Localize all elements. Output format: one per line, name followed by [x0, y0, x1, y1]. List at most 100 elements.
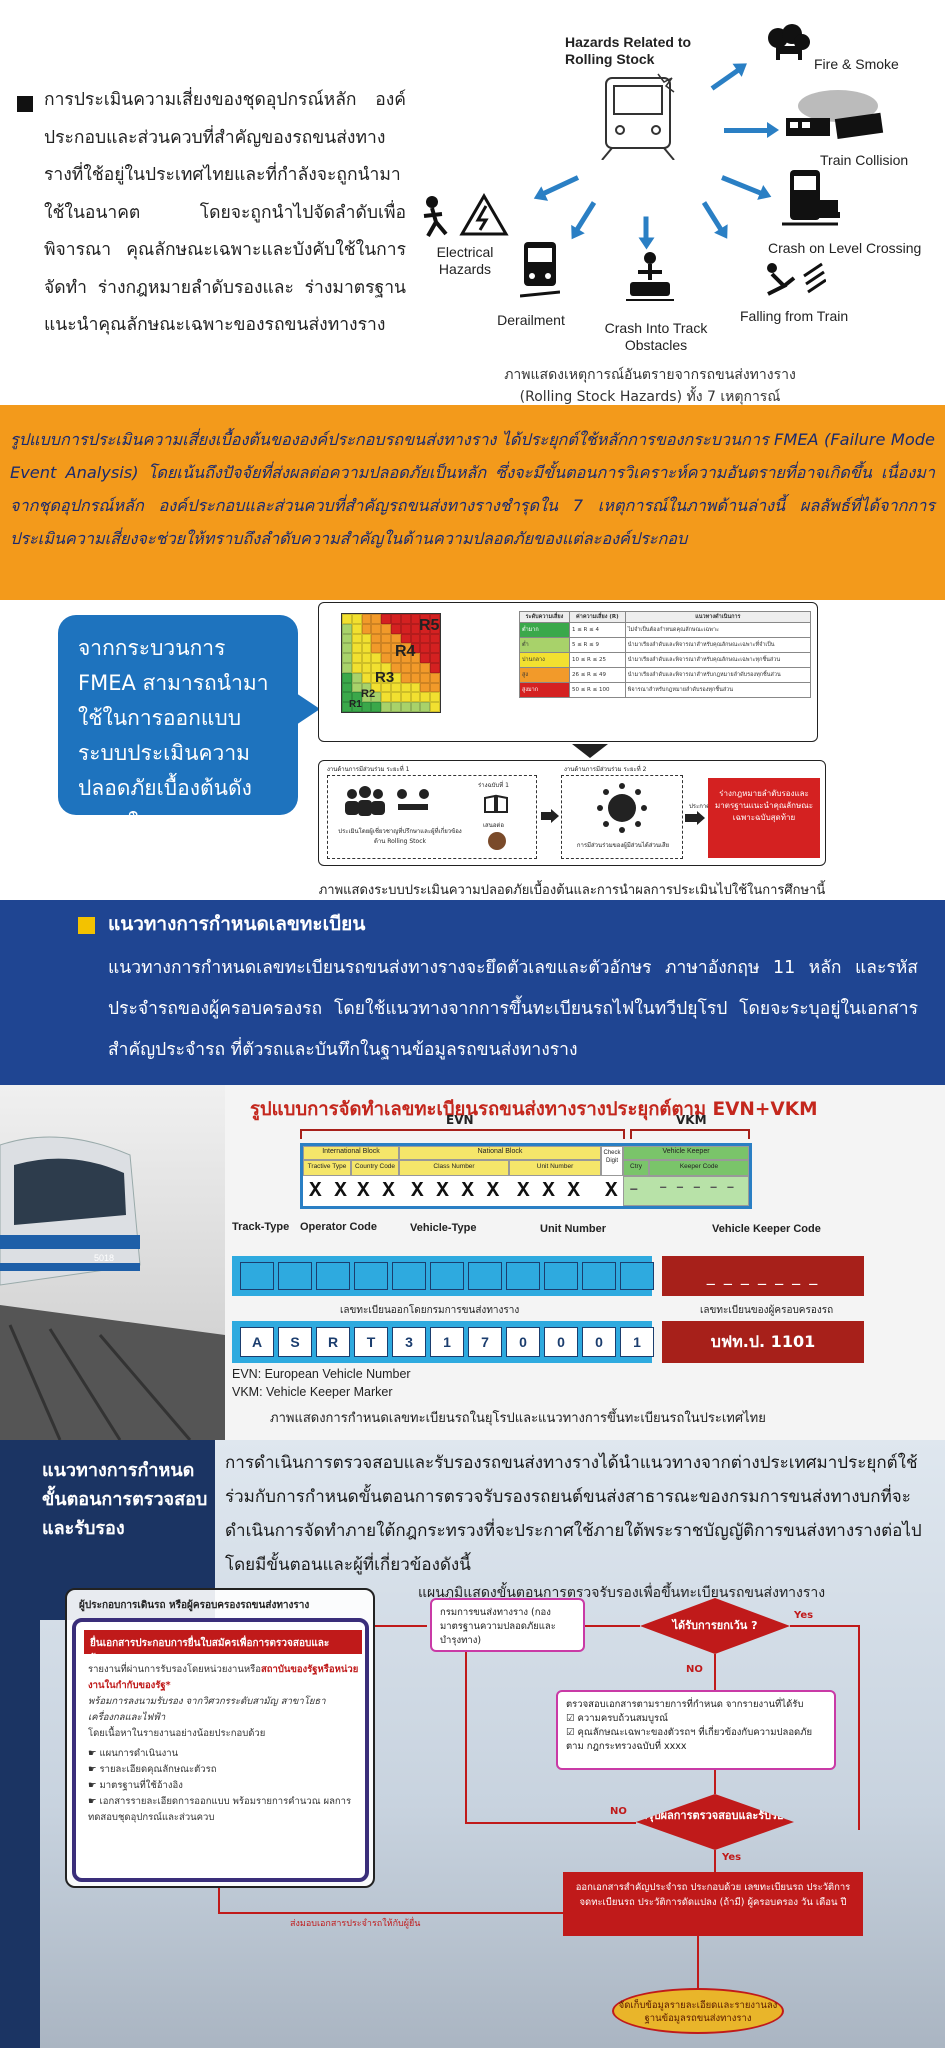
risk-cell — [400, 633, 411, 644]
risk-cell — [371, 692, 382, 703]
col-class-number: Class Number — [433, 1163, 475, 1170]
risk-label-r4: R4 — [395, 643, 416, 660]
risk-cell — [371, 682, 382, 693]
train-front-icon — [601, 73, 675, 160]
hazard-label: Derailment — [497, 312, 565, 328]
fire-smoke-icon — [768, 24, 810, 62]
digit-box: 1 — [430, 1327, 464, 1357]
train-image: 5018 — [0, 1136, 225, 1441]
arrow-collision — [724, 122, 779, 138]
book-icon — [484, 794, 508, 813]
risk-cell — [361, 614, 372, 624]
yes-label: Yes — [794, 1610, 814, 1621]
input-square — [354, 1262, 388, 1290]
falling-person-icon — [767, 262, 826, 296]
digit-box: 0 — [544, 1327, 578, 1357]
operator-inner-box: ยื่นเอกสารประกอบการยื่นใบสมัครเพื่อการตร… — [72, 1618, 369, 1882]
fmea-callout-bubble: จากกระบวนการ FMEA สามารถนำมาใช้ในการออกแ… — [58, 615, 320, 835]
connector-line — [585, 1625, 640, 1627]
table-cell: ปานกลาง — [519, 652, 570, 668]
risk-cell — [430, 672, 440, 683]
registration-text: แนวทางการกำหนดเลขทะเบียนรถขนส่งทางรางจะย… — [108, 958, 918, 1060]
op-line: โดยเนื้อหาในรายงานอย่างน้อยประกอบด้วย — [88, 1728, 266, 1739]
no-label: NO — [686, 1664, 703, 1675]
risk-cell — [342, 702, 352, 712]
stage2-label: งานด้านการมีส่วนร่วม ระยะที่ 2 — [564, 766, 647, 773]
risk-cell — [420, 653, 431, 663]
risk-cell — [342, 653, 352, 663]
risk-cell — [391, 692, 401, 703]
table-cell: พิจารณาสำหรับกฎหมายลำดับรองทุกชิ้นส่วน — [624, 682, 812, 698]
table-cell: นำมาเรียงลำดับและพิจารณาสำหรับคุณลักษณะเ… — [624, 637, 812, 653]
check-icon: ☑ — [566, 1727, 578, 1738]
risk-cell — [351, 643, 362, 654]
table-cell: สูง — [519, 667, 570, 683]
input-square — [316, 1262, 350, 1290]
hazards-caption: ภาพแสดงเหตุการณ์อันตรายจากรถขนส่งทางราง … — [470, 364, 830, 408]
arrow-crossing — [721, 175, 764, 197]
risk-section: การประเมินความเสี่ยงของชุดอุปกรณ์หลัก อง… — [0, 0, 945, 405]
stage1-description: ประเมินโดยผู้เชี่ยวชาญที่ปรึกษาและผู้ที่… — [338, 828, 462, 845]
op-list-item: ☛ มาตรฐานที่ใช้อ้างอิง — [88, 1778, 363, 1794]
risk-cell — [342, 623, 352, 634]
evn-legend: EVN: European Vehicle Number — [232, 1367, 411, 1381]
risk-cell — [342, 672, 352, 683]
risk-cell — [400, 663, 411, 673]
table-cell: 26 ≤ R ≤ 49 — [568, 667, 626, 683]
digit-box: A — [240, 1327, 274, 1357]
hazard-label: Crash Into Track Obstacles — [604, 320, 708, 353]
meeting-icon — [397, 789, 429, 810]
table-header: ค่าความเสี่ยง (R) — [568, 611, 626, 623]
operator-submit-banner: ยื่นเอกสารประกอบการยื่นใบสมัครเพื่อการตร… — [84, 1630, 362, 1664]
risk-cell — [391, 672, 401, 683]
connector-line — [465, 1822, 636, 1824]
risk-label-r1: R1 — [349, 699, 362, 710]
op-list-item: ☛ รายละเอียดคุณลักษณะตัวรถ — [88, 1762, 363, 1778]
connector-line — [697, 1936, 699, 1988]
track-obstacle-icon — [626, 252, 674, 301]
fmea-section: รูปแบบการประเมินความเสี่ยงเบื้องต้นขององ… — [0, 405, 945, 600]
risk-intro-text: การประเมินความเสี่ยงของชุดอุปกรณ์หลัก อง… — [44, 90, 406, 335]
risk-cell — [361, 653, 372, 663]
no-label: NO — [610, 1806, 627, 1817]
input-square — [506, 1262, 540, 1290]
hazard-label: Electrical Hazards — [436, 244, 494, 277]
table-cell: 5 ≤ R ≤ 9 — [568, 637, 626, 653]
evn-label: EVN — [446, 1113, 474, 1127]
intl-block-label: International Block — [322, 1148, 380, 1155]
vehicle-type-label: Vehicle-Type — [410, 1222, 477, 1234]
risk-label-r3: R3 — [375, 669, 395, 686]
keeper-caption: เลขทะเบียนของผู้ครอบครองรถ — [700, 1305, 834, 1316]
risk-cell — [430, 623, 440, 634]
table-header: ระดับความเสี่ยง — [519, 611, 570, 623]
col-header — [509, 1160, 601, 1176]
table-row: ปานกลาง 10 ≤ R ≤ 25 นำมาเรียงลำดับและพิจ… — [519, 652, 812, 668]
input-square — [468, 1262, 502, 1290]
placeholder-dash: – — [629, 1180, 639, 1198]
op-line: พร้อมการลงนามรับรอง จากวิศวกรระดับสามัญ … — [88, 1696, 326, 1723]
risk-cell — [391, 643, 401, 654]
inspection-section: แนวทางการกำหนด ขั้นตอนการตรวจสอบ และรับร… — [0, 1440, 945, 2048]
risk-cell — [361, 633, 372, 644]
vkm-label: VKM — [676, 1113, 707, 1127]
risk-cell — [430, 663, 440, 673]
digit-box: 7 — [468, 1327, 502, 1357]
check-title: ตรวจสอบเอกสารตามรายการที่กำหนด จากรายงาน… — [566, 1699, 804, 1710]
risk-cell — [342, 692, 352, 703]
risk-cell — [430, 692, 440, 703]
col-header — [649, 1160, 749, 1176]
draft1-label: ร่างฉบับที่ 1 — [478, 782, 509, 789]
col-header — [351, 1160, 399, 1176]
keeper-code-value: บฟท.ป. 1101 — [662, 1321, 864, 1363]
risk-cell — [430, 643, 440, 654]
check-digit-header — [601, 1146, 623, 1176]
risk-cell — [361, 672, 372, 683]
risk-cell — [361, 682, 372, 693]
risk-cell — [391, 633, 401, 644]
bullet-square — [78, 917, 95, 934]
table-row: สูง 26 ≤ R ≤ 49 นำมาเรียงลำดับและพิจารณา… — [519, 667, 812, 683]
hearing-label: การมีส่วนร่วมของผู้มีส่วนได้ส่วนเสีย — [576, 842, 670, 849]
digit-box: S — [278, 1327, 312, 1357]
check-text: ความครบถ้วนสมบูรณ์ — [577, 1713, 668, 1724]
risk-cell — [400, 692, 411, 703]
